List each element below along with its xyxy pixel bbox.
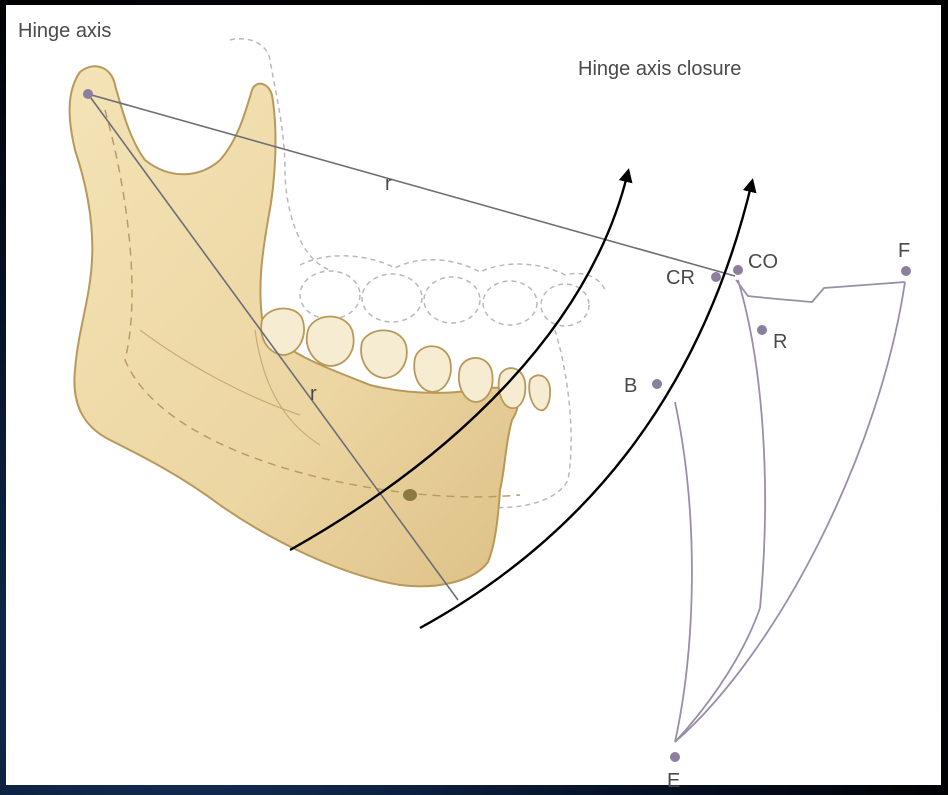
point-r-dot	[757, 325, 767, 335]
point-cr-label: CR	[666, 267, 695, 289]
point-e-label: E	[667, 770, 680, 792]
point-co-dot	[733, 265, 743, 275]
hinge-axis-label: Hinge axis	[18, 20, 111, 42]
mental-foramen	[403, 489, 417, 501]
point-b-label: B	[624, 375, 637, 397]
point-b-dot	[652, 379, 662, 389]
point-co-label: CO	[748, 251, 778, 273]
hinge-axis-point	[83, 89, 93, 99]
hinge-axis-closure-label: Hinge axis closure	[578, 58, 741, 80]
point-r-label: R	[773, 331, 787, 353]
point-e-dot	[670, 752, 680, 762]
point-f-label: F	[898, 240, 910, 262]
point-f-dot	[901, 266, 911, 276]
point-cr-dot	[711, 272, 721, 282]
radius-label-lower: r	[310, 383, 317, 405]
radius-label-upper: r	[385, 173, 392, 195]
